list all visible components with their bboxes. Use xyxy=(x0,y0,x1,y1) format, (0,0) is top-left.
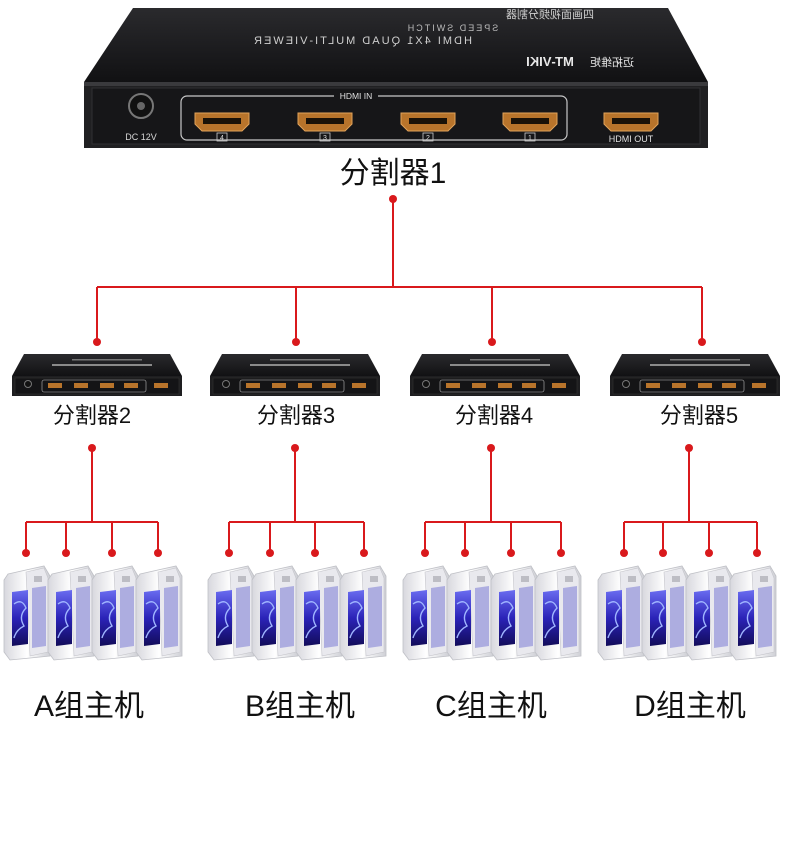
pc-group-a xyxy=(4,566,182,660)
pc-group-c xyxy=(403,566,581,660)
pc-tower-icon xyxy=(208,566,254,660)
hdmi-out-port: HDMI OUT xyxy=(604,113,658,144)
device-model-text: HDMI 4X1 QUAD MULTI-VIEWER xyxy=(252,35,472,47)
pc-tower-icon xyxy=(403,566,449,660)
pc-tower-icon xyxy=(48,566,94,660)
sub-to-pc-wires xyxy=(26,448,757,553)
main-splitter-label: 分割器1 xyxy=(293,148,493,192)
sub-splitter-device-2 xyxy=(12,354,182,396)
pc-tower-icon xyxy=(4,566,50,660)
main-splitter-device: HDMI 4X1 QUAD MULTI-VIEWER SPEED SWITCH … xyxy=(84,7,708,148)
sub-splitter-label-5: 分割器5 xyxy=(629,398,769,430)
pc-tower-icon xyxy=(92,566,138,660)
pc-tower-icon xyxy=(730,566,776,660)
sub-to-pc-dots xyxy=(22,444,761,557)
sub-splitter-device-5 xyxy=(610,354,780,396)
group-label-c: C组主机 xyxy=(391,681,591,725)
pc-tower-icon xyxy=(642,566,688,660)
pc-tower-icon xyxy=(136,566,182,660)
svg-text:4: 4 xyxy=(220,135,224,142)
main-to-sub-wires xyxy=(97,200,702,342)
device-brand-cn-text: 迈拓维矩 xyxy=(590,55,634,69)
svg-text:1: 1 xyxy=(528,135,532,142)
svg-text:2: 2 xyxy=(426,135,430,142)
main-to-sub-dots xyxy=(93,195,706,346)
sub-splitter-label-4: 分割器4 xyxy=(424,398,564,430)
device-cn-title-text: 四画面视频分割器 xyxy=(506,7,594,21)
sub-splitter-device-4 xyxy=(410,354,580,396)
pc-tower-icon xyxy=(491,566,537,660)
sub-splitter-label-3: 分割器3 xyxy=(226,398,366,430)
device-speed-text: SPEED SWITCH xyxy=(406,23,499,33)
pc-group-b xyxy=(208,566,386,660)
group-label-d: D组主机 xyxy=(590,681,790,725)
pc-tower-icon xyxy=(686,566,732,660)
sub-splitter-device-3 xyxy=(210,354,380,396)
pc-tower-icon xyxy=(535,566,581,660)
pc-tower-icon xyxy=(252,566,298,660)
group-label-b: B组主机 xyxy=(200,681,400,725)
svg-text:3: 3 xyxy=(323,135,327,142)
dc-label: DC 12V xyxy=(125,132,157,142)
pc-tower-icon xyxy=(598,566,644,660)
pc-tower-icon xyxy=(340,566,386,660)
group-label-a: A组主机 xyxy=(0,681,189,725)
hdmi-in-label: HDMI IN xyxy=(340,91,373,101)
pc-group-d xyxy=(598,566,776,660)
pc-tower-icon xyxy=(296,566,342,660)
pc-tower-icon xyxy=(447,566,493,660)
hdmi-out-label: HDMI OUT xyxy=(609,134,654,144)
device-brand-text: MT-VIKI xyxy=(526,54,574,69)
sub-splitter-label-2: 分割器2 xyxy=(22,398,162,430)
